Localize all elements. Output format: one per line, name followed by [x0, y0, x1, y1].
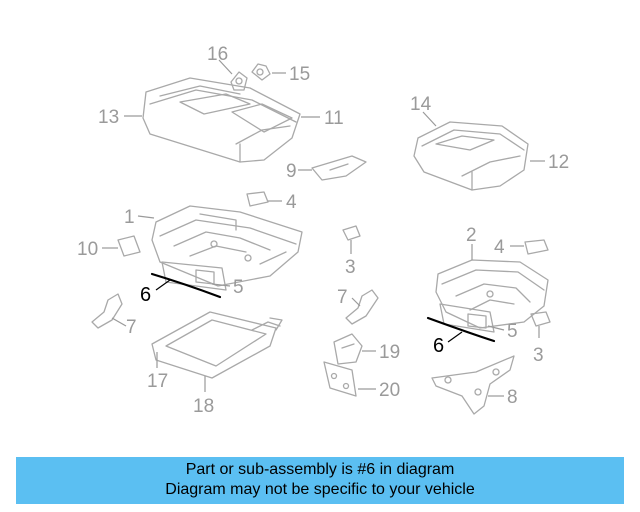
label-3-upper: 3 [345, 257, 356, 278]
label-5-left: 5 [233, 277, 244, 298]
label-5-right: 5 [507, 321, 518, 342]
label-4-upper: 4 [286, 192, 297, 213]
label-4-lower: 4 [494, 237, 505, 258]
part-20-mount [323, 361, 357, 397]
banner-line-1: Part or sub-assembly is #6 in diagram [185, 461, 455, 478]
label-7-left: 7 [126, 317, 137, 338]
part-4-lower-cover [524, 239, 549, 255]
label-6-left: 6 [140, 284, 151, 306]
part-15-clip [251, 63, 271, 81]
part-18-seat-mat [151, 311, 283, 379]
part-16-clip [230, 71, 248, 91]
part-8-front-bracket [431, 355, 515, 415]
part-4-upper-cover [246, 191, 269, 207]
label-19: 19 [379, 342, 400, 363]
label-12: 12 [548, 152, 569, 173]
label-2: 2 [466, 225, 477, 246]
part-6-rod-front [426, 316, 496, 343]
label-17: 17 [147, 371, 168, 392]
label-20: 20 [379, 380, 400, 401]
part-3-upper-cover [342, 225, 361, 241]
label-10: 10 [77, 239, 98, 260]
part-6-rod-rear [150, 272, 222, 299]
label-11: 11 [324, 108, 344, 129]
part-1-rear-frame [151, 205, 303, 287]
part-13-rear-cushion [142, 77, 301, 163]
label-6-right: 6 [433, 335, 444, 357]
banner-line-2: Diagram may not be specific to your vehi… [165, 481, 475, 498]
label-7-middle: 7 [337, 287, 348, 308]
part-9-trim [311, 155, 367, 181]
label-1: 1 [124, 207, 135, 228]
label-8: 8 [507, 387, 518, 408]
label-16: 16 [207, 44, 228, 65]
part-3-lower-cover [530, 311, 551, 327]
part-2-front-frame [435, 259, 549, 329]
part-7-left-bracket [91, 293, 123, 329]
label-9: 9 [286, 161, 297, 182]
parts-diagram: 16 15 13 11 14 12 9 4 [77, 44, 569, 417]
label-14: 14 [410, 94, 432, 115]
part-14-front-cushion [413, 121, 529, 191]
part-7-middle-bracket [345, 289, 379, 325]
info-banner: Part or sub-assembly is #6 in diagram Di… [16, 457, 624, 504]
label-18: 18 [193, 396, 214, 417]
label-3-lower: 3 [533, 345, 544, 366]
part-5-front-panel [439, 303, 495, 333]
label-15: 15 [289, 64, 310, 85]
part-10-bracket [117, 235, 141, 257]
label-13: 13 [98, 107, 119, 128]
part-19-latch [333, 333, 363, 365]
